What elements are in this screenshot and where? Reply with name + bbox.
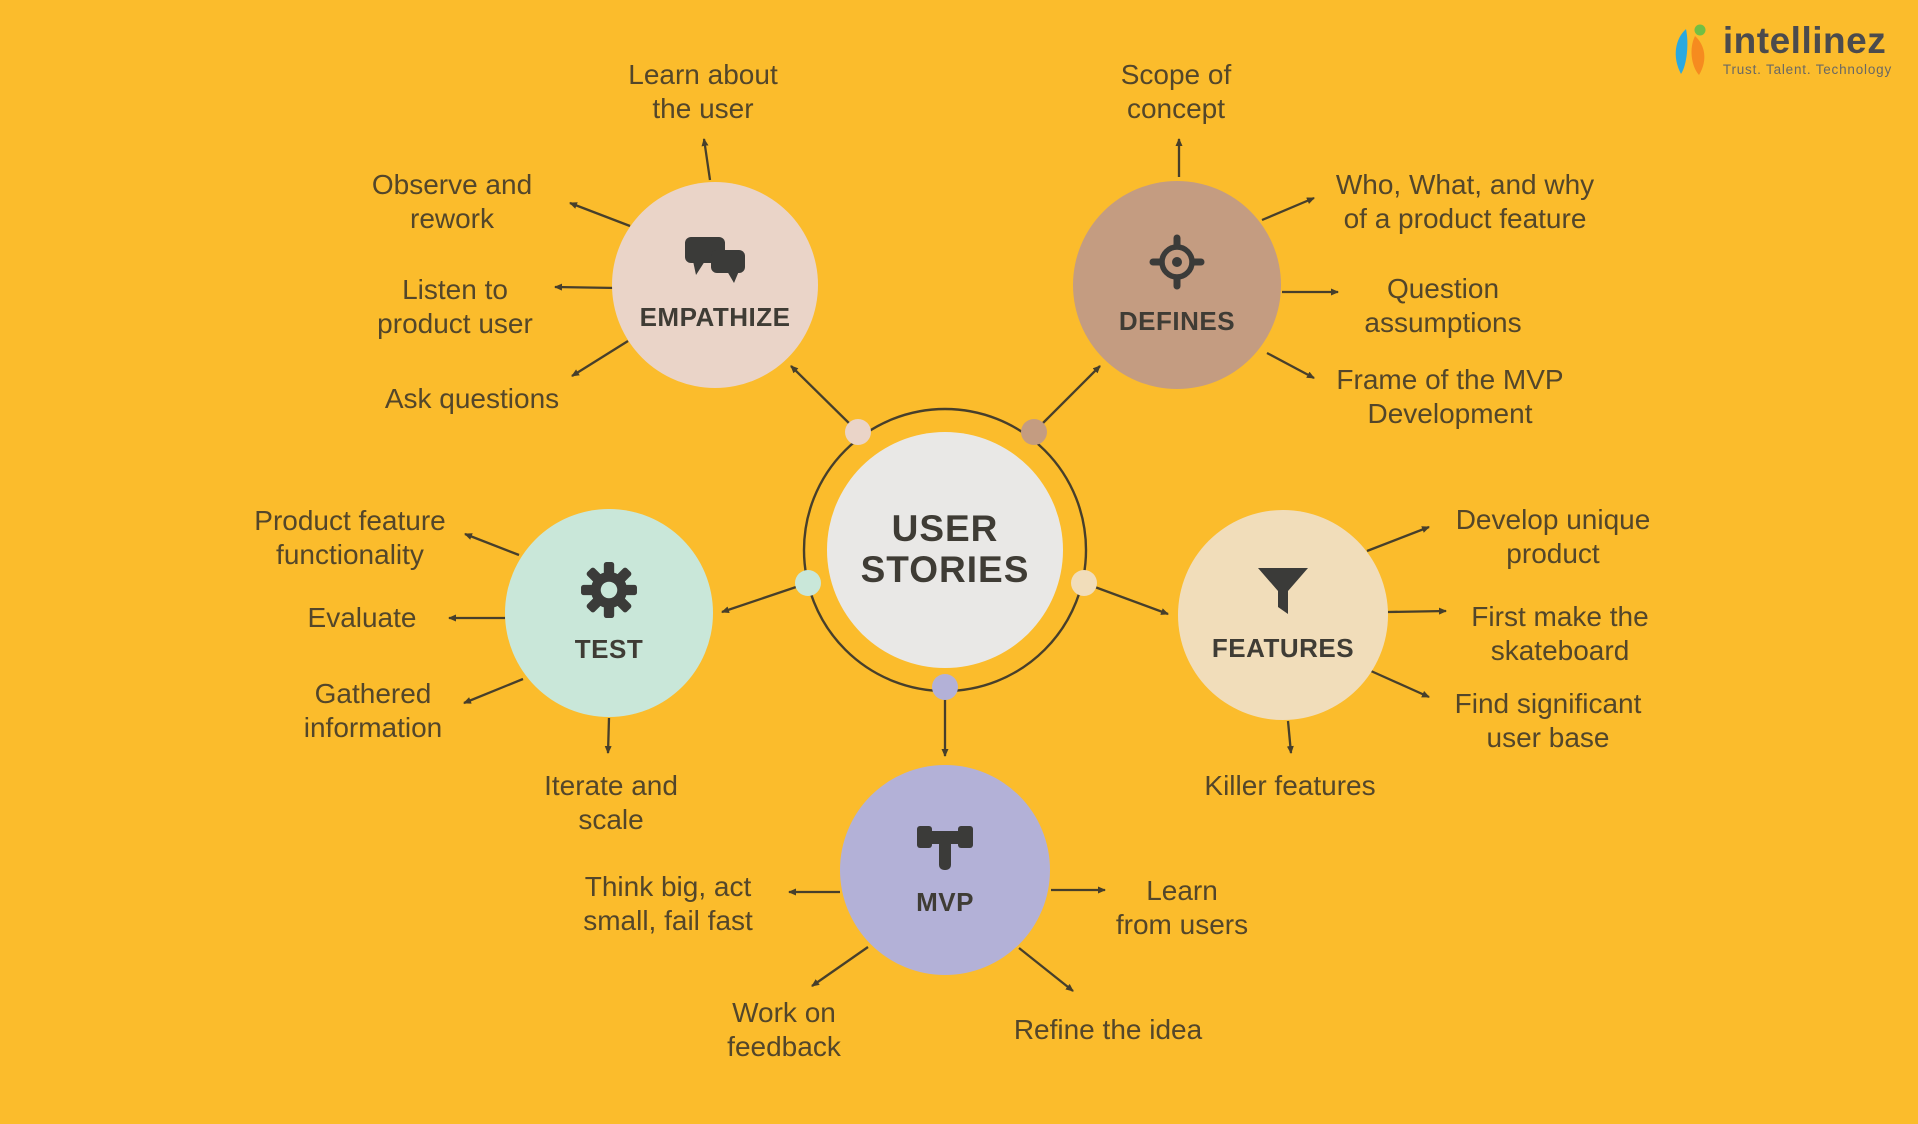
branch-label: Evaluate [307, 601, 417, 633]
branch-arrow [1387, 607, 1447, 615]
branch-arrow [1261, 196, 1315, 222]
branch-arrow [811, 946, 869, 987]
branch-label: Question assumptions [1364, 272, 1522, 338]
branch-label: Product feature functionality [254, 504, 446, 570]
branch-arrow [1366, 525, 1430, 553]
branch-label: Iterate and scale [544, 769, 678, 835]
branch-label: Who, What, and why of a product feature [1335, 168, 1595, 234]
branch-arrow [463, 677, 524, 705]
node-features: FEATURES [1178, 510, 1388, 720]
branch-label: Learn from users [1115, 874, 1249, 940]
branch-label: Scope of concept [1120, 58, 1232, 124]
branch-arrow [604, 717, 612, 754]
branch-arrow [1266, 351, 1315, 380]
connector-to-defines [1033, 365, 1101, 433]
logo-name: intellinez [1722, 20, 1887, 61]
branch-arrow [1370, 669, 1430, 699]
branch-label: Think big, act small, fail fast [583, 870, 753, 936]
ring-dot-empathize [845, 419, 871, 445]
node-title-mvp: MVP [916, 887, 974, 917]
ring-dot-mvp [932, 674, 958, 700]
node-empathize: EMPATHIZE [612, 182, 818, 388]
node-title-defines: DEFINES [1118, 306, 1236, 336]
branch-label: Refine the idea [1013, 1013, 1203, 1045]
branch-arrow [1018, 947, 1074, 992]
intellinez-logo: intellinez Trust. Talent. Technology [1670, 22, 1892, 78]
gear-icon [581, 562, 637, 618]
ring-dot-features [1071, 570, 1097, 596]
center-node-user-stories: USER STORIES [827, 432, 1063, 668]
branch-arrow [569, 201, 631, 228]
node-mvp: MVP [840, 765, 1050, 975]
node-title-test: TEST [574, 634, 644, 664]
target-icon [1149, 234, 1205, 290]
branch-arrow [464, 532, 520, 557]
branch-label: Learn about the user [628, 58, 778, 124]
logo-tagline: Trust. Talent. Technology [1722, 62, 1892, 77]
branch-label: Work on feedback [727, 996, 841, 1062]
ring-dot-defines [1021, 419, 1047, 445]
gavel-icon [917, 826, 973, 870]
node-title-empathize: EMPATHIZE [639, 302, 791, 332]
connector-to-empathize [790, 365, 859, 433]
center-title: USER STORIES [860, 508, 1030, 590]
branch-arrow [701, 138, 712, 181]
leaf-flame-logo-icon [1675, 24, 1706, 75]
connector-to-features [1083, 581, 1169, 616]
branch-label: Frame of the MVP Development [1336, 363, 1564, 429]
chat-bubbles-icon [685, 237, 745, 283]
branch-label: Find significant user base [1454, 687, 1642, 753]
branch-label: First make the skateboard [1471, 600, 1649, 666]
branch-arrow [554, 283, 618, 291]
connector-to-test [721, 581, 809, 614]
node-defines: DEFINES [1073, 181, 1281, 389]
branch-arrow [1286, 720, 1294, 754]
branch-label: Develop unique product [1455, 503, 1651, 569]
branch-label: Listen to product user [377, 273, 533, 339]
node-title-features: FEATURES [1211, 633, 1355, 663]
ring-dot-test [795, 570, 821, 596]
branch-label: Gathered information [303, 677, 443, 743]
branch-arrow [571, 340, 629, 377]
branch-label: Killer features [1204, 769, 1376, 801]
branch-label: Ask questions [384, 382, 560, 414]
node-test: TEST [505, 509, 713, 717]
branch-label: Observe and rework [371, 168, 533, 234]
funnel-icon [1258, 568, 1308, 614]
